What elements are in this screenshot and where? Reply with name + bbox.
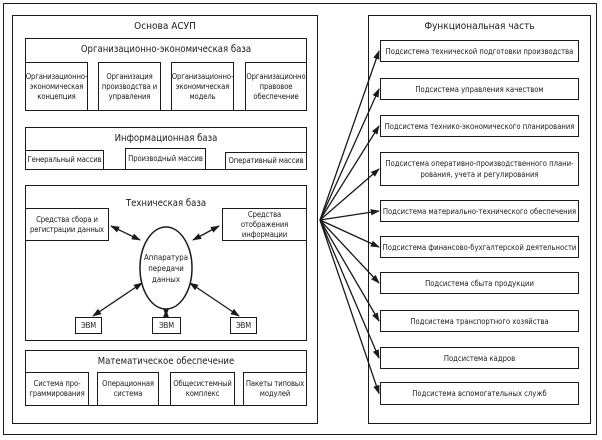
- operating-system-box: Операционная система: [97, 372, 159, 406]
- asup-foundation-title: Основа АСУП: [134, 21, 196, 32]
- data-collection-box: Средства сбора и регистрации данных: [25, 208, 109, 241]
- legal-support-box: Организационно правовое обеспечение: [245, 62, 307, 111]
- subsystem-box: Подсистема технической подготовки произв…: [380, 40, 579, 62]
- subsystem-box: Подсистема технико-экономического планир…: [380, 115, 579, 137]
- org-econ-concept-box: Организационно- экономическая концепция: [25, 62, 88, 111]
- functional-part-title: Функциональная часть: [424, 21, 535, 32]
- module-packages-box: Пакеты типовых модулей: [243, 372, 307, 406]
- computer-box-center: ЭВМ: [152, 317, 181, 334]
- system-complex-box: Общесистемный комплекс: [170, 372, 235, 406]
- programming-system-box: Система про- граммирования: [25, 372, 89, 406]
- info-display-box: Средства отображения информации: [222, 208, 307, 241]
- math-support-title: Математическое обеспечение: [97, 356, 235, 367]
- subsystem-box: Подсистема транспортного хозяйства: [380, 310, 579, 332]
- subsystem-box: Подсистема управления качеством: [380, 78, 579, 100]
- subsystem-box: Подсистема сбыта продукции: [380, 272, 579, 294]
- computer-box-left: ЭВМ: [75, 317, 102, 334]
- data-transmission-hub-label: Аппаратура передачи данных: [143, 252, 188, 284]
- org-econ-model-box: Организационно- экономическая модель: [171, 62, 234, 111]
- derived-array-box: Производный массив: [125, 148, 206, 170]
- computer-box-right: ЭВМ: [230, 317, 257, 334]
- info-base-title: Информационная база: [114, 133, 218, 144]
- subsystem-box: Подсистема кадров: [380, 347, 579, 369]
- org-econ-base-title: Организационно-экономическая база: [80, 44, 252, 55]
- subsystem-box: Подсистема финансово-бухгалтерской деяте…: [380, 236, 579, 258]
- general-array-box: Генеральный массив: [25, 150, 104, 170]
- tech-base-title: Техническая база: [125, 198, 207, 209]
- subsystem-box: Подсистема вспомогательных служб: [380, 382, 579, 405]
- subsystem-box: Подсистема материально-технического обес…: [380, 200, 579, 222]
- operational-array-box: Оперативный массив: [225, 152, 307, 170]
- production-management-box: Организация производства и управления: [98, 62, 161, 111]
- subsystem-box: Подсистема оперативно-производственного …: [380, 152, 579, 186]
